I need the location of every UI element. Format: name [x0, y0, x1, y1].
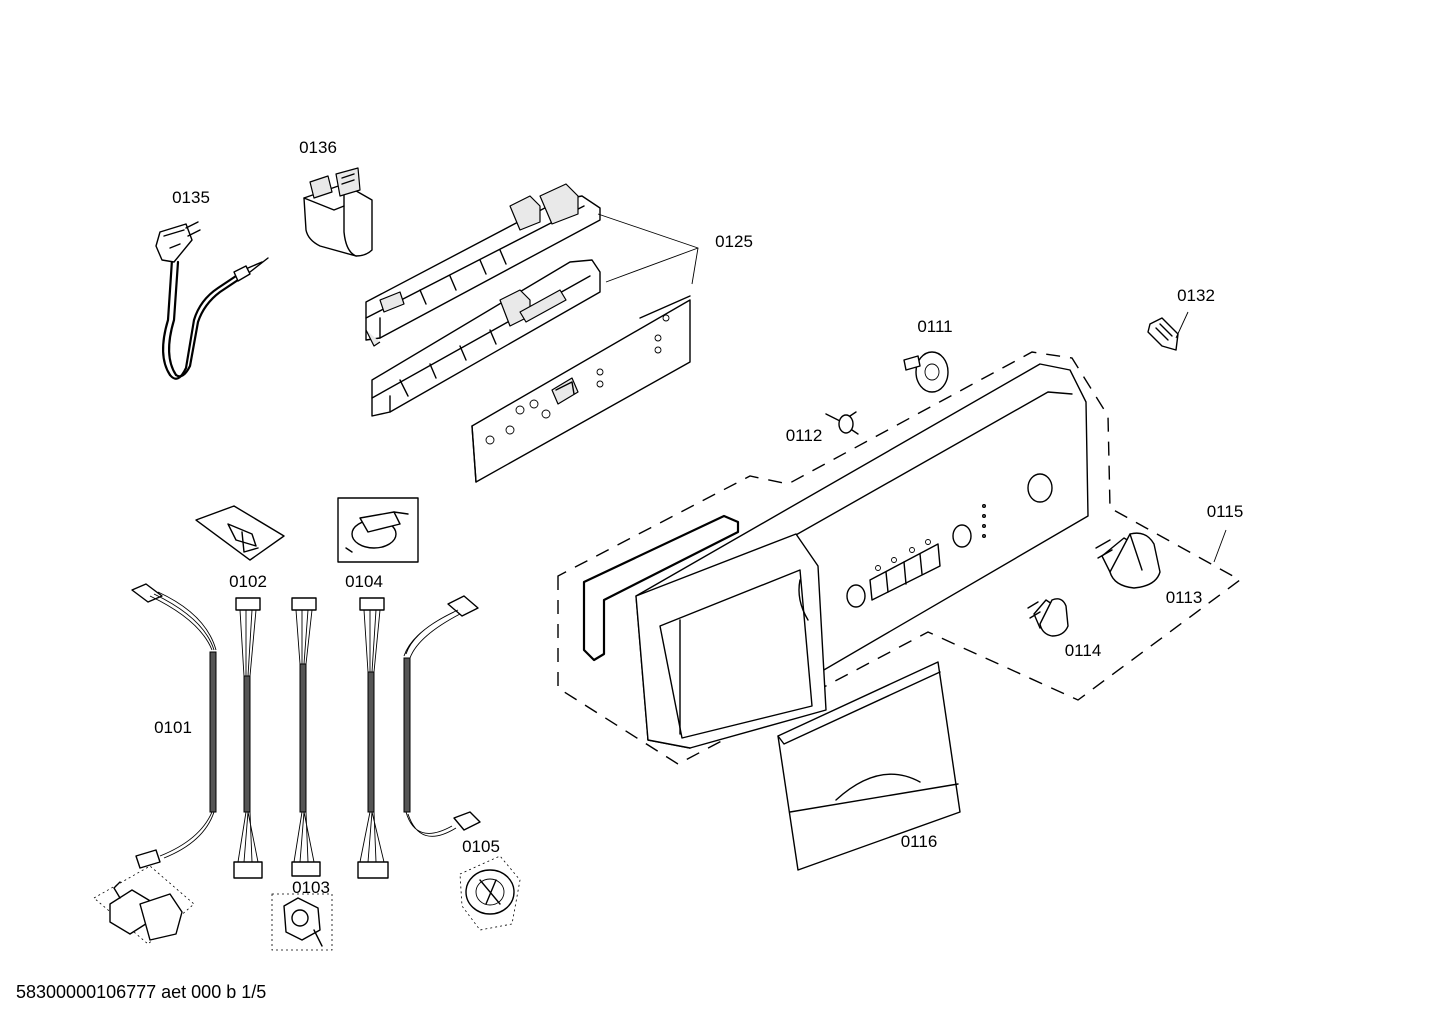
drain-pump-part: [93, 865, 195, 945]
sensor-part-inset: [195, 505, 285, 561]
knob-insert-part: [903, 351, 949, 393]
label-0111: 0111: [917, 317, 952, 336]
label-0125: 0125: [715, 232, 753, 251]
label-0113: 0113: [1166, 588, 1203, 607]
label-0135: 0135: [172, 188, 210, 207]
level-sensor-part: [459, 855, 521, 931]
part-labels: 0136 0135 0125 0132 0111 0112 0115 0102 …: [154, 138, 1243, 897]
knob-pin-part: [825, 411, 859, 435]
wiring-harness-set: [131, 583, 481, 879]
bracket-clip-part: [1147, 311, 1189, 351]
fascia-panel-part: [557, 351, 1242, 765]
label-0112: 0112: [786, 426, 823, 445]
door-lock-part: [271, 893, 333, 951]
label-0116: 0116: [901, 832, 938, 851]
label-0136: 0136: [299, 138, 337, 157]
pressure-switch-inset: [337, 497, 419, 563]
program-knob-part: [1095, 532, 1161, 589]
power-cord-part: [155, 221, 269, 380]
footer-document-id: 58300000106777 aet 000 b 1/5: [16, 982, 266, 1002]
label-0132: 0132: [1177, 286, 1215, 305]
drawer-front-part: [777, 661, 961, 871]
selector-knob-part: [1027, 598, 1069, 637]
label-0105: 0105: [462, 837, 500, 856]
interference-filter-part: [303, 167, 373, 257]
label-0115: 0115: [1207, 502, 1244, 521]
label-0101: 0101: [154, 718, 192, 737]
label-0102: 0102: [229, 572, 267, 591]
control-module-part: [365, 183, 699, 483]
label-0103: 0103: [292, 878, 330, 897]
label-0114: 0114: [1065, 641, 1102, 660]
label-0104: 0104: [345, 572, 383, 591]
